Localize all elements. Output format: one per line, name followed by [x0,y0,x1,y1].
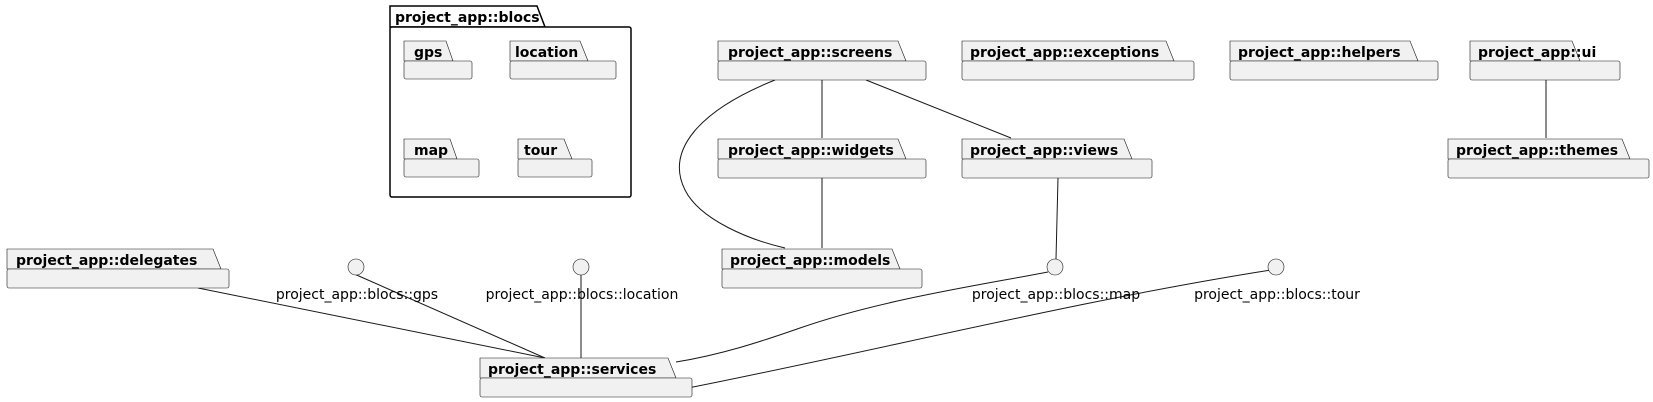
package-blocs-tour[interactable]: tour [517,138,593,178]
package-ui[interactable]: project_app::ui [1469,40,1621,81]
package-blocs-map[interactable]: map [403,138,480,178]
package-exceptions[interactable]: project_app::exceptions [961,40,1195,81]
interface-blocs-gps[interactable]: project_app::blocs::gps [276,258,438,303]
interface-blocs-tour[interactable]: project_app::blocs::tour [1194,258,1360,303]
edge-screens-views [865,79,1012,139]
interface-circle-icon [347,258,365,276]
package-label: project_app::widgets [728,143,894,159]
package-blocs-location[interactable]: location [509,40,617,80]
package-label: tour [524,143,557,159]
interface-circle-icon [1046,258,1064,276]
package-label: gps [414,45,442,61]
package-label: map [414,143,448,159]
package-models[interactable]: project_app::models [721,248,923,289]
interface-blocs-map[interactable]: project_app::blocs::map [972,258,1140,303]
edge-screens-models [679,79,786,249]
edge-tour-services [687,269,1272,389]
connectors [197,79,1547,389]
package-label: project_app::themes [1456,143,1618,159]
interface-label: project_app::blocs::gps [276,287,438,303]
interface-circle-icon [1267,258,1285,276]
interface-blocs-location[interactable]: project_app::blocs::location [486,258,679,303]
interface-label: project_app::blocs::map [972,287,1140,303]
package-delegates[interactable]: project_app::delegates [6,248,230,289]
interface-circle-icon [572,258,590,276]
edge-map-services [675,271,1049,363]
package-services[interactable]: project_app::services [479,357,693,398]
package-label: location [515,45,578,61]
frame-label: project_app::blocs [395,10,540,26]
package-label: project_app::services [488,362,656,378]
package-label: project_app::ui [1478,45,1596,61]
package-label: project_app::exceptions [970,45,1159,61]
package-themes[interactable]: project_app::themes [1447,138,1650,179]
edge-gps-services [351,272,546,359]
package-frame-blocs[interactable]: project_app::blocs gps location map tour [389,5,632,198]
package-screens[interactable]: project_app::screens [717,40,927,81]
package-blocs-gps[interactable]: gps [403,40,473,80]
edge-views-map-interface [1055,177,1059,260]
package-label: project_app::delegates [16,253,197,269]
interface-label: project_app::blocs::tour [1194,287,1360,303]
package-label: project_app::models [730,253,890,269]
edge-delegates-services [197,287,546,359]
package-label: project_app::screens [728,45,892,61]
package-widgets[interactable]: project_app::widgets [717,138,927,179]
package-label: project_app::helpers [1238,45,1401,61]
package-helpers[interactable]: project_app::helpers [1229,40,1439,81]
interface-label: project_app::blocs::location [486,287,679,303]
package-views[interactable]: project_app::views [961,138,1153,179]
package-label: project_app::views [970,143,1118,159]
